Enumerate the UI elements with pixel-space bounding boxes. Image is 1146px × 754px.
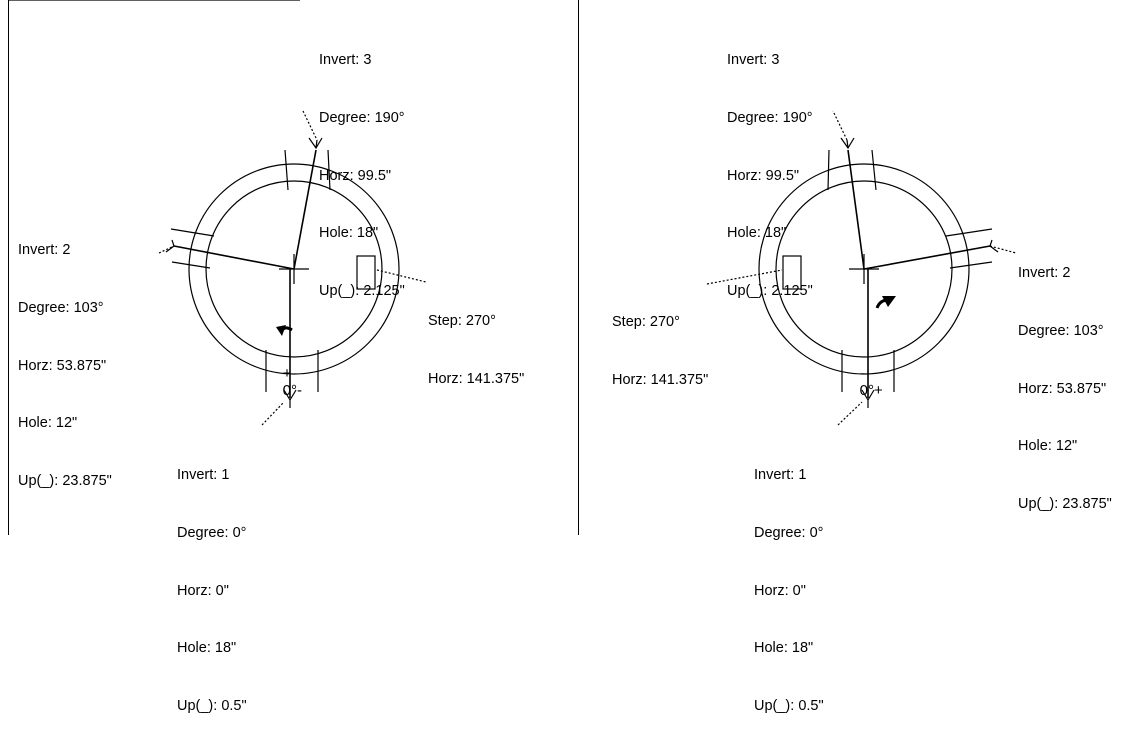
left-leaders bbox=[158, 110, 427, 426]
up-text: Up(_): 2.125" bbox=[727, 282, 813, 299]
hole-text: Hole: 18" bbox=[754, 640, 814, 657]
up-text: Up(_): 23.875" bbox=[18, 472, 112, 489]
right-pipe-invert-1 bbox=[841, 269, 895, 408]
invert-text: Invert: 3 bbox=[727, 52, 780, 69]
step-horz-text: Horz: 141.375" bbox=[428, 371, 525, 387]
zero-right-sign: + bbox=[874, 382, 883, 399]
invert-text: Invert: 2 bbox=[1018, 265, 1071, 282]
horz-text: Horz: 0" bbox=[177, 582, 229, 599]
right-zero-mark: - 0°+ bbox=[843, 348, 883, 416]
right-pipe-invert-3 bbox=[827, 137, 877, 270]
left-step-label: Step: 270° Horz: 141.375" bbox=[428, 274, 524, 428]
left-panel-border bbox=[8, 0, 9, 535]
hole-text: Hole: 18" bbox=[177, 640, 237, 657]
hole-text: Hole: 12" bbox=[18, 415, 78, 432]
left-pipe-invert-1 bbox=[265, 269, 319, 408]
zero-degree: 0° bbox=[859, 382, 875, 399]
left-inlet-2-label: Invert: 2 Degree: 103° Horz: 53.875" Hol… bbox=[18, 203, 112, 529]
right-manhole-outer-wall bbox=[758, 163, 970, 375]
degree-text: Degree: 103° bbox=[1018, 323, 1104, 339]
up-text: Up(_): 0.5" bbox=[177, 697, 247, 714]
right-pipe-invert-2 bbox=[863, 228, 999, 270]
panel-divider bbox=[578, 0, 579, 535]
hole-text: Hole: 18" bbox=[319, 225, 379, 242]
left-zero-mark: + 0°- bbox=[266, 348, 302, 416]
left-inlet-1-label: Invert: 1 Degree: 0° Horz: 0" Hole: 18" … bbox=[177, 428, 247, 754]
degree-text: Degree: 0° bbox=[754, 525, 824, 541]
right-inlet-1-label: Invert: 1 Degree: 0° Horz: 0" Hole: 18" … bbox=[754, 428, 824, 754]
invert-text: Invert: 1 bbox=[177, 467, 230, 484]
zero-right-sign: - bbox=[297, 382, 303, 399]
degree-text: Degree: 0° bbox=[177, 525, 247, 541]
degree-text: Degree: 103° bbox=[18, 300, 104, 316]
left-manhole-inner-wall bbox=[205, 180, 383, 358]
right-inlet-2-label: Invert: 2 Degree: 103° Horz: 53.875" Hol… bbox=[1018, 226, 1112, 552]
right-manhole bbox=[758, 137, 999, 408]
manhole-plan-sheet: Invert: 3 Degree: 190° Horz: 99.5" Hole:… bbox=[8, 0, 1112, 714]
right-leaders bbox=[706, 110, 1017, 426]
left-pipe-invert-3 bbox=[284, 137, 331, 270]
left-manhole bbox=[165, 137, 400, 408]
up-text: Up(_): 2.125" bbox=[319, 282, 405, 299]
invert-text: Invert: 3 bbox=[319, 52, 372, 69]
right-step-rect bbox=[782, 255, 802, 290]
invert-text: Invert: 2 bbox=[18, 242, 71, 259]
hole-text: Hole: 18" bbox=[727, 225, 787, 242]
left-pipe-invert-2 bbox=[165, 228, 295, 270]
step-text: Step: 270° bbox=[612, 314, 680, 331]
left-inlet-3-label: Invert: 3 Degree: 190° Horz: 99.5" Hole:… bbox=[319, 13, 405, 339]
horz-text: Horz: 99.5" bbox=[727, 167, 800, 184]
left-step-rect bbox=[356, 255, 376, 290]
degree-text: Degree: 190° bbox=[319, 110, 405, 126]
invert-text: Invert: 1 bbox=[754, 467, 807, 484]
manhole-diagram-drawing bbox=[8, 0, 1017, 426]
step-horz-text: Horz: 141.375" bbox=[612, 372, 709, 388]
right-inlet-3-label: Invert: 3 Degree: 190° Horz: 99.5" Hole:… bbox=[727, 13, 813, 339]
zero-left-sign: - bbox=[859, 365, 865, 382]
up-text: Up(_): 23.875" bbox=[1018, 495, 1112, 512]
horz-text: Horz: 0" bbox=[754, 582, 806, 599]
zero-degree: 0° bbox=[282, 382, 298, 399]
up-text: Up(_): 0.5" bbox=[754, 697, 824, 714]
step-text: Step: 270° bbox=[428, 313, 496, 330]
zero-left-sign: + bbox=[282, 365, 292, 382]
degree-text: Degree: 190° bbox=[727, 110, 813, 126]
right-step-label: Step: 270° Horz: 141.375" bbox=[612, 275, 708, 429]
horz-text: Horz: 53.875" bbox=[18, 357, 107, 374]
horz-text: Horz: 53.875" bbox=[1018, 380, 1107, 397]
left-manhole-outer-wall bbox=[188, 163, 400, 375]
right-manhole-inner-wall bbox=[775, 180, 953, 358]
hole-text: Hole: 12" bbox=[1018, 438, 1078, 455]
horz-text: Horz: 99.5" bbox=[319, 167, 392, 184]
